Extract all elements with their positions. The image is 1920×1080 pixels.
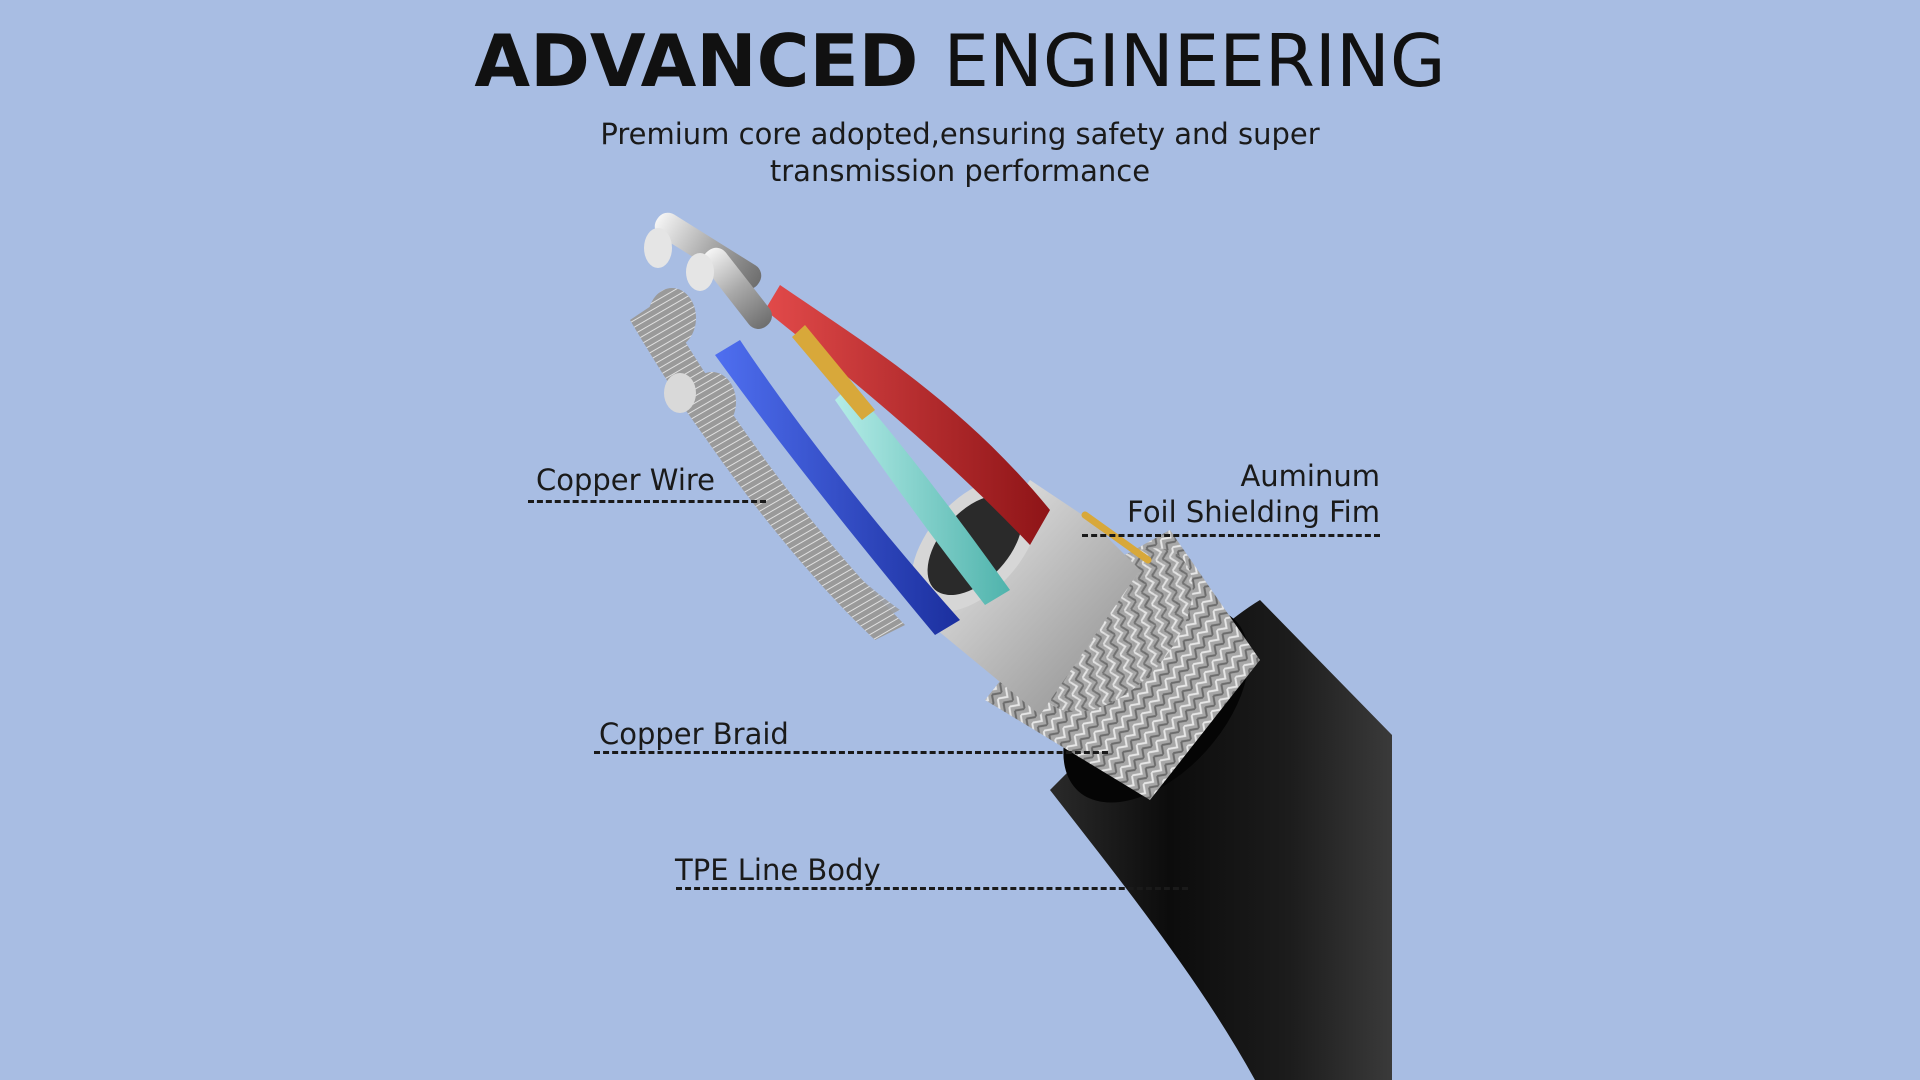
leader-foil-shielding: [1082, 534, 1380, 537]
strand-end-2: [688, 372, 736, 432]
callout-foil-shielding: Auminum Foil Shielding Fim: [1080, 458, 1380, 530]
red-wire: [765, 285, 1050, 545]
tip-2: [702, 247, 772, 329]
title-light: ENGINEERING: [943, 19, 1446, 103]
leader-copper-braid: [594, 751, 1108, 754]
blue-wire: [715, 340, 960, 635]
foil-shield: [925, 480, 1140, 715]
strand-end-1: [648, 288, 696, 348]
leader-tpe-body: [676, 887, 1188, 890]
callout-copper-wire: Copper Wire: [536, 463, 716, 497]
teal-wire: [835, 385, 1010, 605]
page-title: ADVANCED ENGINEERING: [0, 18, 1920, 104]
gold-wire: [792, 325, 875, 420]
subtitle-line-2: transmission performance: [769, 154, 1151, 188]
callout-copper-braid: Copper Braid: [599, 717, 789, 751]
page-subtitle: Premium core adopted,ensuring safety and…: [560, 116, 1360, 190]
title-bold: ADVANCED: [474, 19, 919, 103]
callout-foil-line-1: Auminum: [1240, 459, 1380, 493]
callout-tpe-body: TPE Line Body: [675, 853, 881, 887]
subtitle-line-1: Premium core adopted,ensuring safety and…: [600, 117, 1320, 151]
callout-foil-line-2: Foil Shielding Fim: [1127, 495, 1380, 529]
leader-copper-wire: [528, 500, 766, 503]
